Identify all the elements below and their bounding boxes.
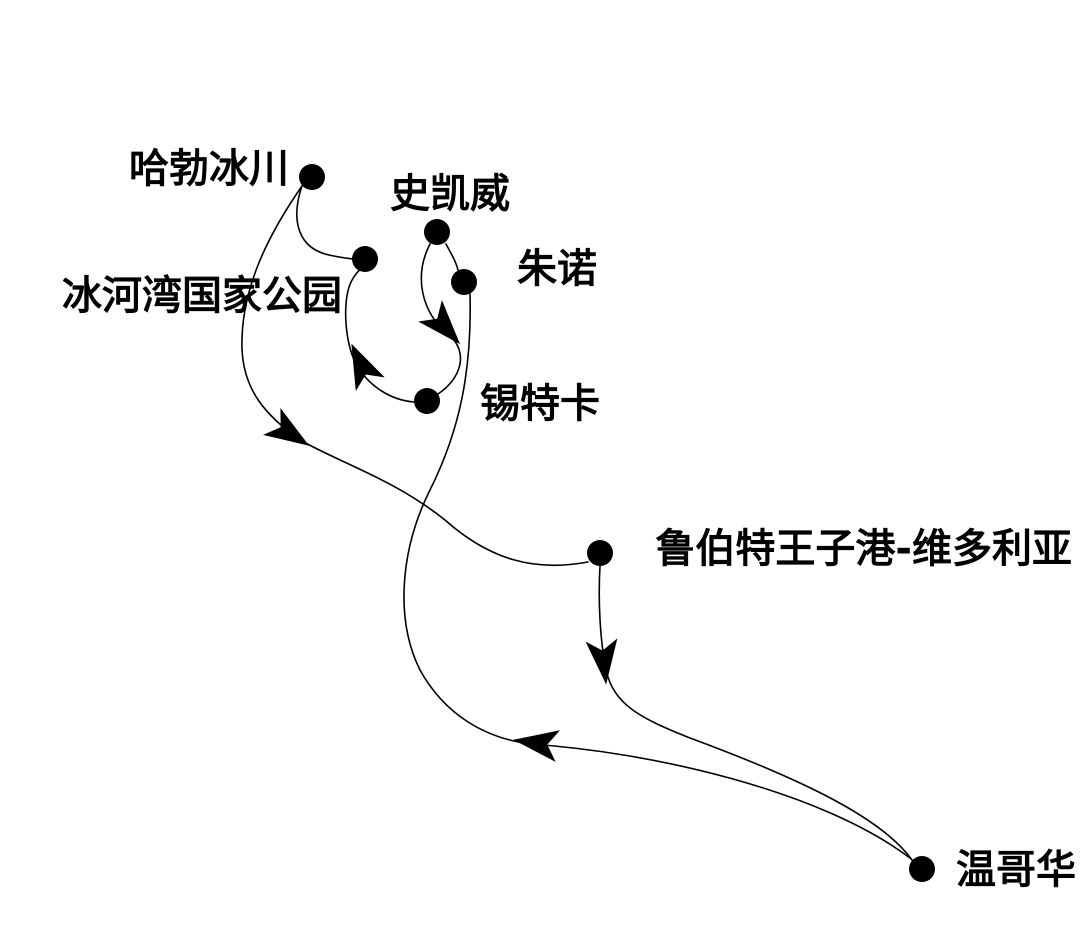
edge-hubbard-to-prince-rupert [241, 185, 589, 567]
node-dot-prince-rupert-victoria [587, 540, 613, 566]
node-label-prince-rupert-victoria: 鲁伯特王子港-维多利亚 [655, 526, 1072, 572]
arrowheads [263, 300, 618, 762]
node-label-skagway: 史凯威 [390, 171, 510, 217]
node-label-sitka: 锡特卡 [480, 381, 600, 427]
arrowhead-skagway-to-sitka [418, 300, 460, 345]
arrowhead-vancouver-to-juneau [513, 730, 561, 762]
route-nodes [299, 164, 935, 882]
arrowhead-hubbard-to-prince-rupert [263, 408, 310, 446]
route-edges [241, 185, 913, 861]
node-label-vancouver: 温哥华 [956, 847, 1076, 893]
edge-sitka-to-glacier-bay [344, 266, 415, 403]
node-dot-glacier-bay [352, 246, 378, 272]
edge-juneau-to-skagway [445, 243, 459, 271]
node-label-glacier-bay: 冰河湾国家公园 [62, 273, 342, 319]
edge-hubbard-to-glacier-bay [296, 185, 354, 260]
edge-vancouver-to-juneau [403, 293, 911, 859]
node-dot-juneau [451, 269, 477, 295]
node-dot-skagway [424, 219, 450, 245]
node-label-juneau: 朱诺 [517, 246, 597, 292]
route-labels: 哈勃冰川 史凯威 朱诺 冰河湾国家公园 锡特卡 鲁伯特王子港-维多利亚 温哥华 [62, 146, 1076, 893]
node-dot-hubbard-glacier [299, 164, 325, 190]
node-dot-sitka [414, 388, 440, 414]
arrowhead-sitka-to-glacier-bay [351, 343, 385, 391]
edge-prince-rupert-to-vancouver [598, 565, 913, 861]
node-label-hubbard-glacier: 哈勃冰川 [129, 146, 289, 192]
arrowhead-prince-rupert-to-vancouver [585, 638, 618, 685]
node-dot-vancouver [909, 856, 935, 882]
